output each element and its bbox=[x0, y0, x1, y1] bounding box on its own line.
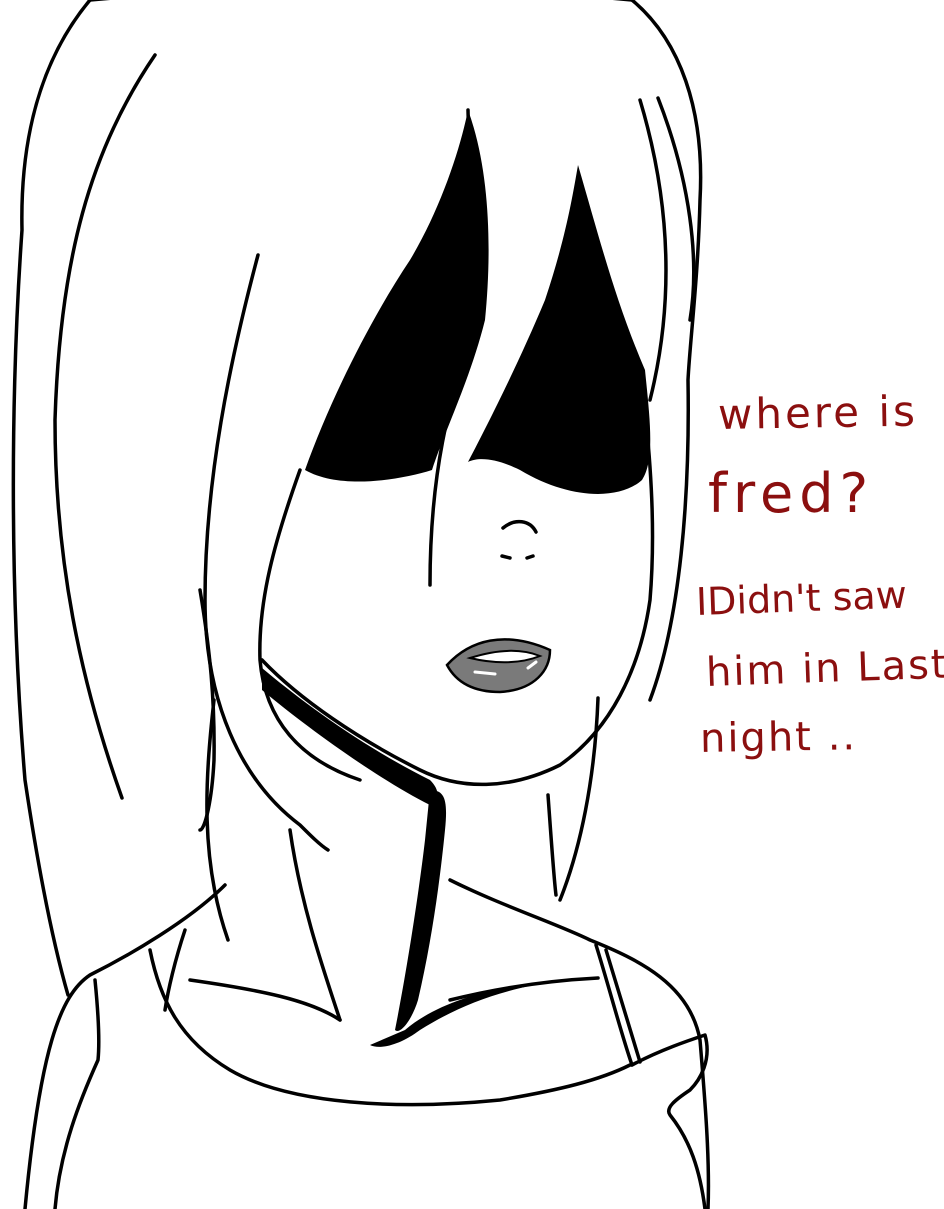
speech-line: fred? bbox=[708, 462, 875, 525]
jaw bbox=[260, 418, 655, 787]
hair-outer-left bbox=[11, 0, 92, 997]
nose-top bbox=[501, 519, 538, 534]
shoulder-left bbox=[23, 883, 227, 1209]
lips bbox=[445, 638, 552, 694]
eye-shadow-right bbox=[468, 165, 651, 494]
shoulder-left-inner bbox=[53, 978, 101, 1209]
jaw-shadow bbox=[262, 668, 438, 805]
neck-right bbox=[546, 793, 558, 897]
collarbone bbox=[188, 978, 342, 1022]
shoulder-right bbox=[448, 878, 711, 1209]
hair-left-lower-2 bbox=[163, 928, 187, 1012]
hair-strand-right-1 bbox=[638, 98, 668, 402]
face-left bbox=[258, 468, 362, 782]
nose-right bbox=[525, 554, 535, 560]
strap-right bbox=[594, 943, 634, 1067]
hair-strand-right-2 bbox=[656, 96, 696, 322]
neck-left bbox=[288, 828, 342, 1022]
speech-line: where is bbox=[717, 386, 919, 439]
speech-line: IDidn't saw bbox=[695, 572, 908, 624]
strap-edge bbox=[630, 1033, 709, 1209]
speech-line: night .. bbox=[699, 713, 858, 762]
hair-inner-left bbox=[203, 253, 330, 852]
nose-left bbox=[500, 554, 512, 560]
eye-shadow-left bbox=[305, 110, 489, 482]
strap-right-2 bbox=[604, 948, 642, 1064]
neck-shadow bbox=[395, 790, 447, 1031]
neck-right-2 bbox=[558, 696, 600, 902]
hair-strand-left bbox=[53, 53, 157, 800]
collar-left bbox=[148, 948, 632, 1107]
hair-left-lower bbox=[205, 698, 230, 942]
hair-outer-right bbox=[630, 0, 703, 702]
speech-line: him in Last bbox=[705, 641, 944, 696]
collar-shadow bbox=[370, 980, 560, 1047]
